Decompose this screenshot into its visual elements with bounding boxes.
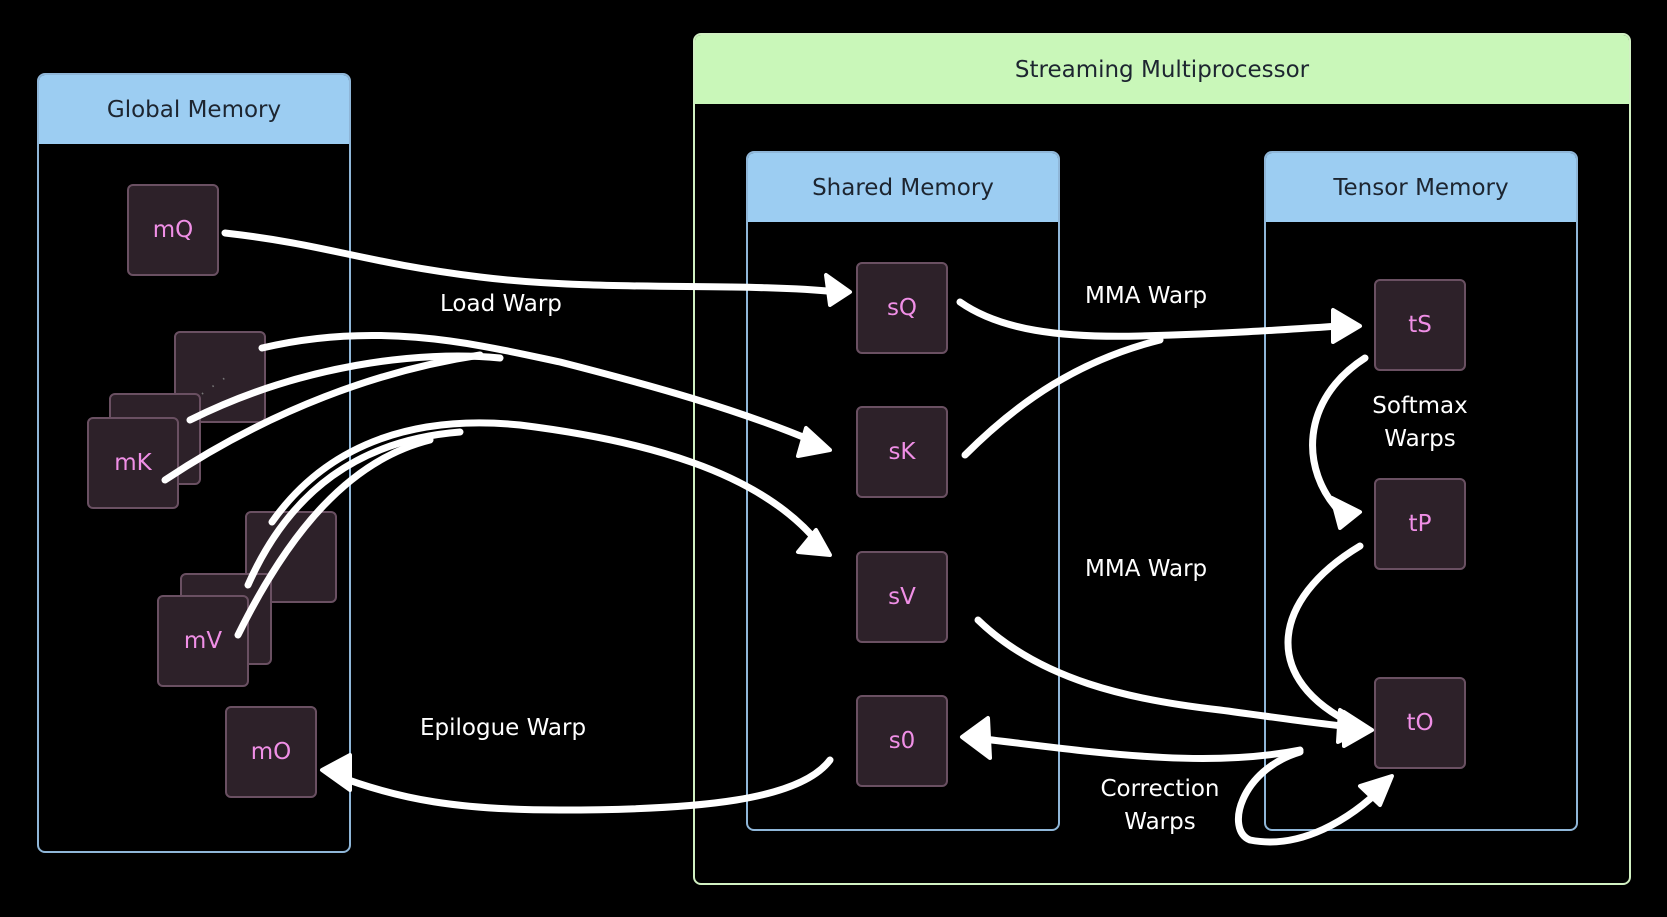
mO-label: mO	[250, 739, 292, 765]
correction-warps-label: Correction Warps	[1085, 773, 1235, 839]
tS-label: tS	[1408, 312, 1432, 338]
mma-warp-bottom-label: MMA Warp	[1085, 556, 1208, 582]
tensor-memory-panel: Tensor Memory	[1264, 151, 1578, 831]
sV-label: sV	[888, 584, 916, 610]
tP-label: tP	[1408, 511, 1432, 537]
mK-box: mK	[87, 417, 179, 509]
mK-label: mK	[114, 450, 152, 476]
tO-box: tO	[1374, 677, 1466, 769]
mO-box: mO	[225, 706, 317, 798]
sK-box: sK	[856, 406, 948, 498]
mma-warp-top-label: MMA Warp	[1085, 283, 1208, 309]
tensor-memory-header: Tensor Memory	[1266, 153, 1576, 222]
tO-label: tO	[1406, 710, 1434, 736]
mQ-box: mQ	[127, 184, 219, 276]
correction-label-line2: Warps	[1124, 809, 1196, 835]
tS-box: tS	[1374, 279, 1466, 371]
s0-box: s0	[856, 695, 948, 787]
softmax-label-line2: Warps	[1384, 426, 1456, 452]
epilogue-warp-label: Epilogue Warp	[420, 715, 587, 741]
sV-box: sV	[856, 551, 948, 643]
streaming-multiprocessor-panel: Streaming Multiprocessor	[693, 33, 1631, 885]
sK-label: sK	[888, 439, 916, 465]
mV-label: mV	[183, 628, 223, 654]
shared-memory-header: Shared Memory	[748, 153, 1058, 222]
global-memory-panel: Global Memory	[37, 73, 351, 853]
sQ-box: sQ	[856, 262, 948, 354]
tP-box: tP	[1374, 478, 1466, 570]
sQ-label: sQ	[886, 295, 918, 321]
shared-memory-title: Shared Memory	[812, 174, 994, 201]
load-warp-label: Load Warp	[440, 291, 562, 317]
streaming-multiprocessor-header: Streaming Multiprocessor	[695, 35, 1629, 104]
global-memory-header: Global Memory	[39, 75, 349, 144]
softmax-warps-label: Softmax Warps	[1350, 390, 1490, 456]
global-memory-title: Global Memory	[106, 96, 282, 123]
s0-label: s0	[888, 728, 916, 754]
mV-box: mV	[157, 595, 249, 687]
streaming-multiprocessor-title: Streaming Multiprocessor	[1014, 56, 1310, 83]
shared-memory-panel: Shared Memory	[746, 151, 1060, 831]
softmax-label-line1: Softmax	[1372, 393, 1468, 419]
correction-label-line1: Correction	[1100, 776, 1220, 802]
mQ-label: mQ	[152, 217, 194, 243]
tensor-memory-title: Tensor Memory	[1333, 174, 1509, 201]
